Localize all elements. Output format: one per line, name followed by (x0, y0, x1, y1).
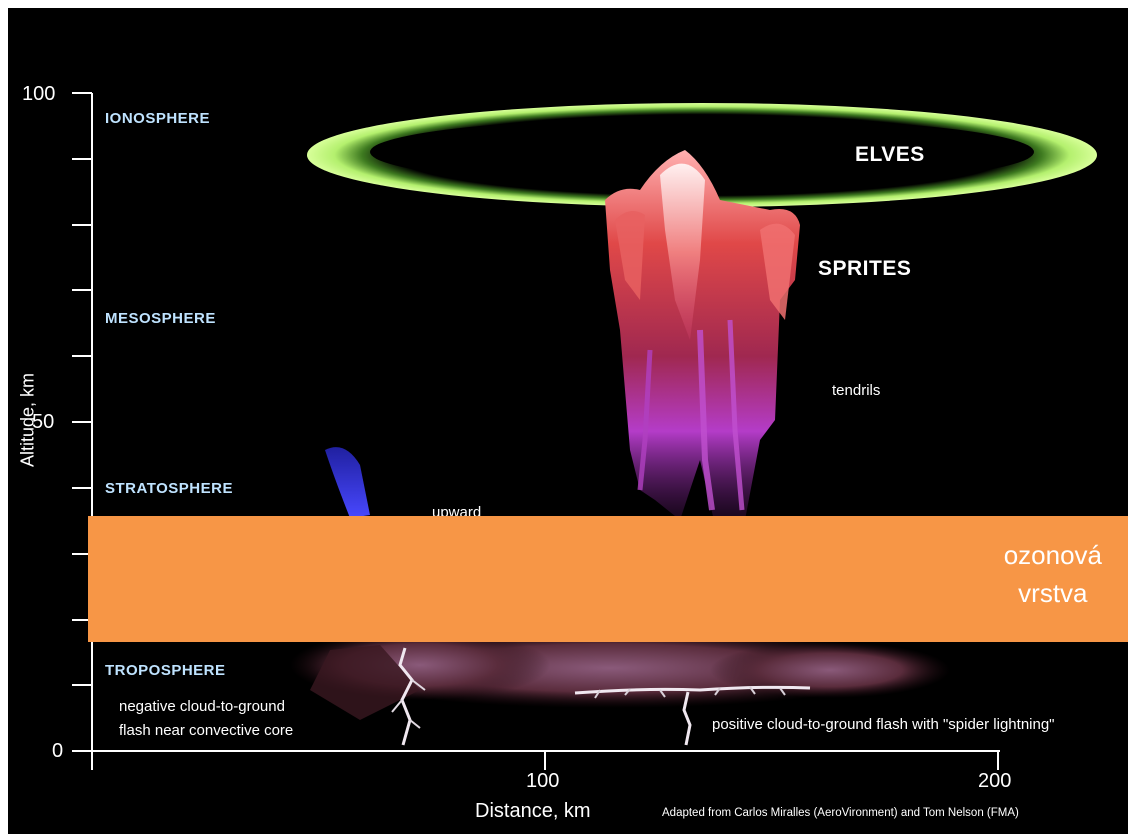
x-tick-100: 100 (526, 770, 559, 793)
label-sprites: SPRITES (818, 257, 911, 281)
credit-text: Adapted from Carlos Miralles (AeroVironm… (662, 807, 1019, 819)
label-troposphere: TROPOSPHERE (105, 662, 226, 679)
x-tick-200: 200 (978, 770, 1011, 793)
y-tick-0: 0 (52, 740, 63, 763)
label-mesosphere: MESOSPHERE (105, 310, 216, 327)
ozone-layer-overlay: ozonová vrstva (88, 516, 1128, 642)
label-tendrils: tendrils (832, 382, 880, 399)
ozone-line2: vrstva (1004, 574, 1102, 612)
y-axis-label: Altitude, km (18, 373, 39, 467)
label-negative-line1: negative cloud-to-ground (119, 698, 285, 715)
label-ionosphere: IONOSPHERE (105, 110, 210, 127)
label-stratosphere: STRATOSPHERE (105, 480, 233, 497)
x-axis-label: Distance, km (475, 800, 591, 823)
label-negative-line2: flash near convective core (119, 722, 293, 739)
ozone-layer-label: ozonová vrstva (1004, 536, 1102, 612)
ozone-line1: ozonová (1004, 536, 1102, 574)
label-elves: ELVES (855, 143, 925, 167)
label-positive: positive cloud-to-ground flash with "spi… (712, 716, 1055, 733)
y-tick-100: 100 (22, 83, 55, 106)
